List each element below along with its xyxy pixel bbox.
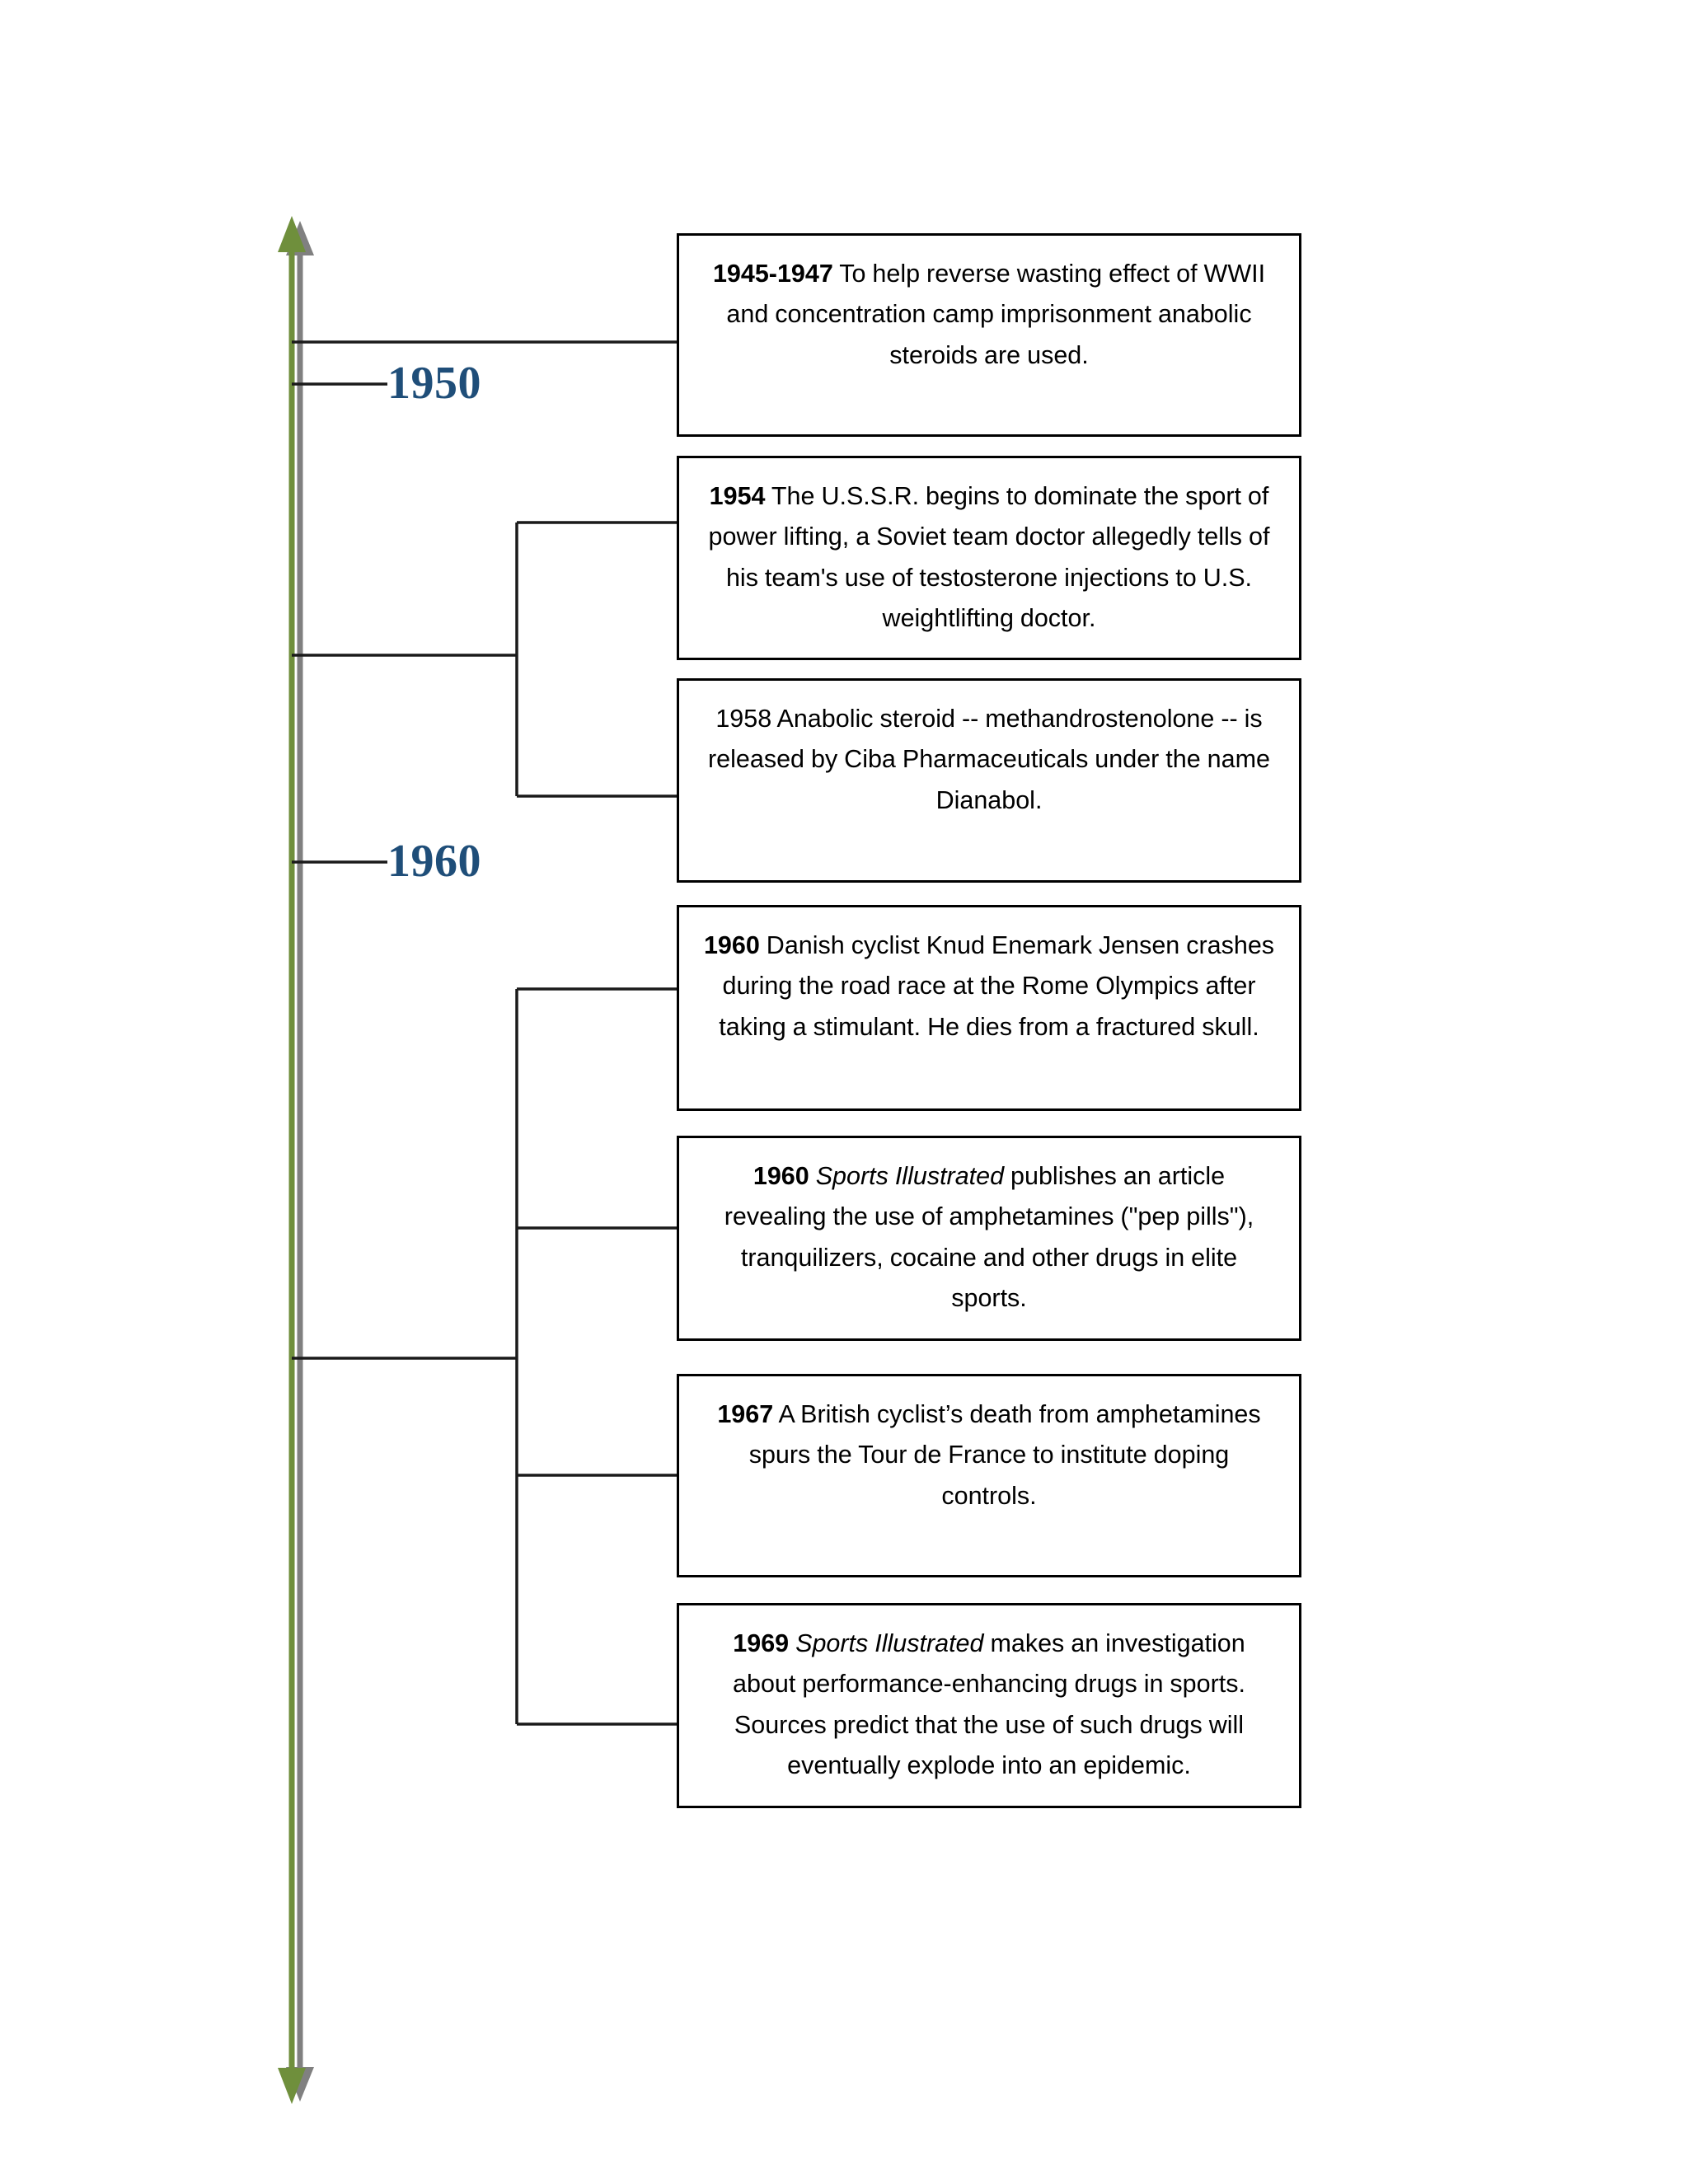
event-box-1969[interactable]: 1969 Sports Illustrated makes an investi… (677, 1603, 1301, 1808)
event-body-1967: A British cyclist’s death from amphetami… (748, 1400, 1261, 1510)
event-body-1954: The U.S.S.R. begins to dominate the spor… (708, 482, 1270, 633)
year-label-1950: 1950 (387, 358, 481, 409)
event-box-1960-si[interactable]: 1960 Sports Illustrated publishes an art… (677, 1136, 1301, 1341)
year-label-1960: 1960 (387, 836, 481, 887)
event-body-1960-si-pre (809, 1162, 816, 1190)
event-text-1960-jensen: 1960 Danish cyclist Knud Enemark Jensen … (701, 926, 1278, 1047)
event-body-1960-jensen: Danish cyclist Knud Enemark Jensen crash… (719, 931, 1275, 1041)
event-text-1958: 1958 Anabolic steroid -- methandrostenol… (701, 699, 1278, 821)
event-year-1960-si: 1960 (753, 1162, 809, 1190)
event-text-1945: 1945-1947 To help reverse wasting effect… (701, 254, 1278, 376)
event-box-1945[interactable]: 1945-1947 To help reverse wasting effect… (677, 233, 1301, 437)
event-text-1960-si: 1960 Sports Illustrated publishes an art… (701, 1156, 1278, 1319)
event-body-1945: To help reverse wasting effect of WWII a… (726, 260, 1266, 369)
event-year-1969: 1969 (733, 1629, 790, 1657)
event-body-1960-si-post: publishes an article revealing the use o… (724, 1162, 1254, 1313)
event-emphasis-1969: Sports Illustrated (795, 1629, 984, 1657)
event-text-1969: 1969 Sports Illustrated makes an investi… (701, 1624, 1278, 1787)
event-year-1967: 1967 (717, 1400, 774, 1428)
event-body-1969-post: makes an investigation about performance… (733, 1629, 1245, 1780)
event-box-1967[interactable]: 1967 A British cyclist’s death from amph… (677, 1374, 1301, 1577)
event-box-1958[interactable]: 1958 Anabolic steroid -- methandrostenol… (677, 678, 1301, 883)
event-body-1969-pre (789, 1629, 795, 1657)
timeline-axis-line (278, 216, 306, 2104)
event-box-1954[interactable]: 1954 The U.S.S.R. begins to dominate the… (677, 456, 1301, 660)
event-text-1967: 1967 A British cyclist’s death from amph… (701, 1394, 1278, 1516)
event-text-1954: 1954 The U.S.S.R. begins to dominate the… (701, 476, 1278, 640)
event-emphasis-1960-si: Sports Illustrated (815, 1162, 1005, 1190)
event-body-1958: Anabolic steroid -- methandrostenolone -… (708, 705, 1270, 814)
event-year-1945: 1945-1947 (712, 260, 833, 288)
event-year-1954: 1954 (709, 482, 766, 510)
event-year-1958: 1958 (715, 705, 772, 733)
event-year-1960-jensen: 1960 (703, 931, 760, 959)
event-box-1960-jensen[interactable]: 1960 Danish cyclist Knud Enemark Jensen … (677, 905, 1301, 1111)
